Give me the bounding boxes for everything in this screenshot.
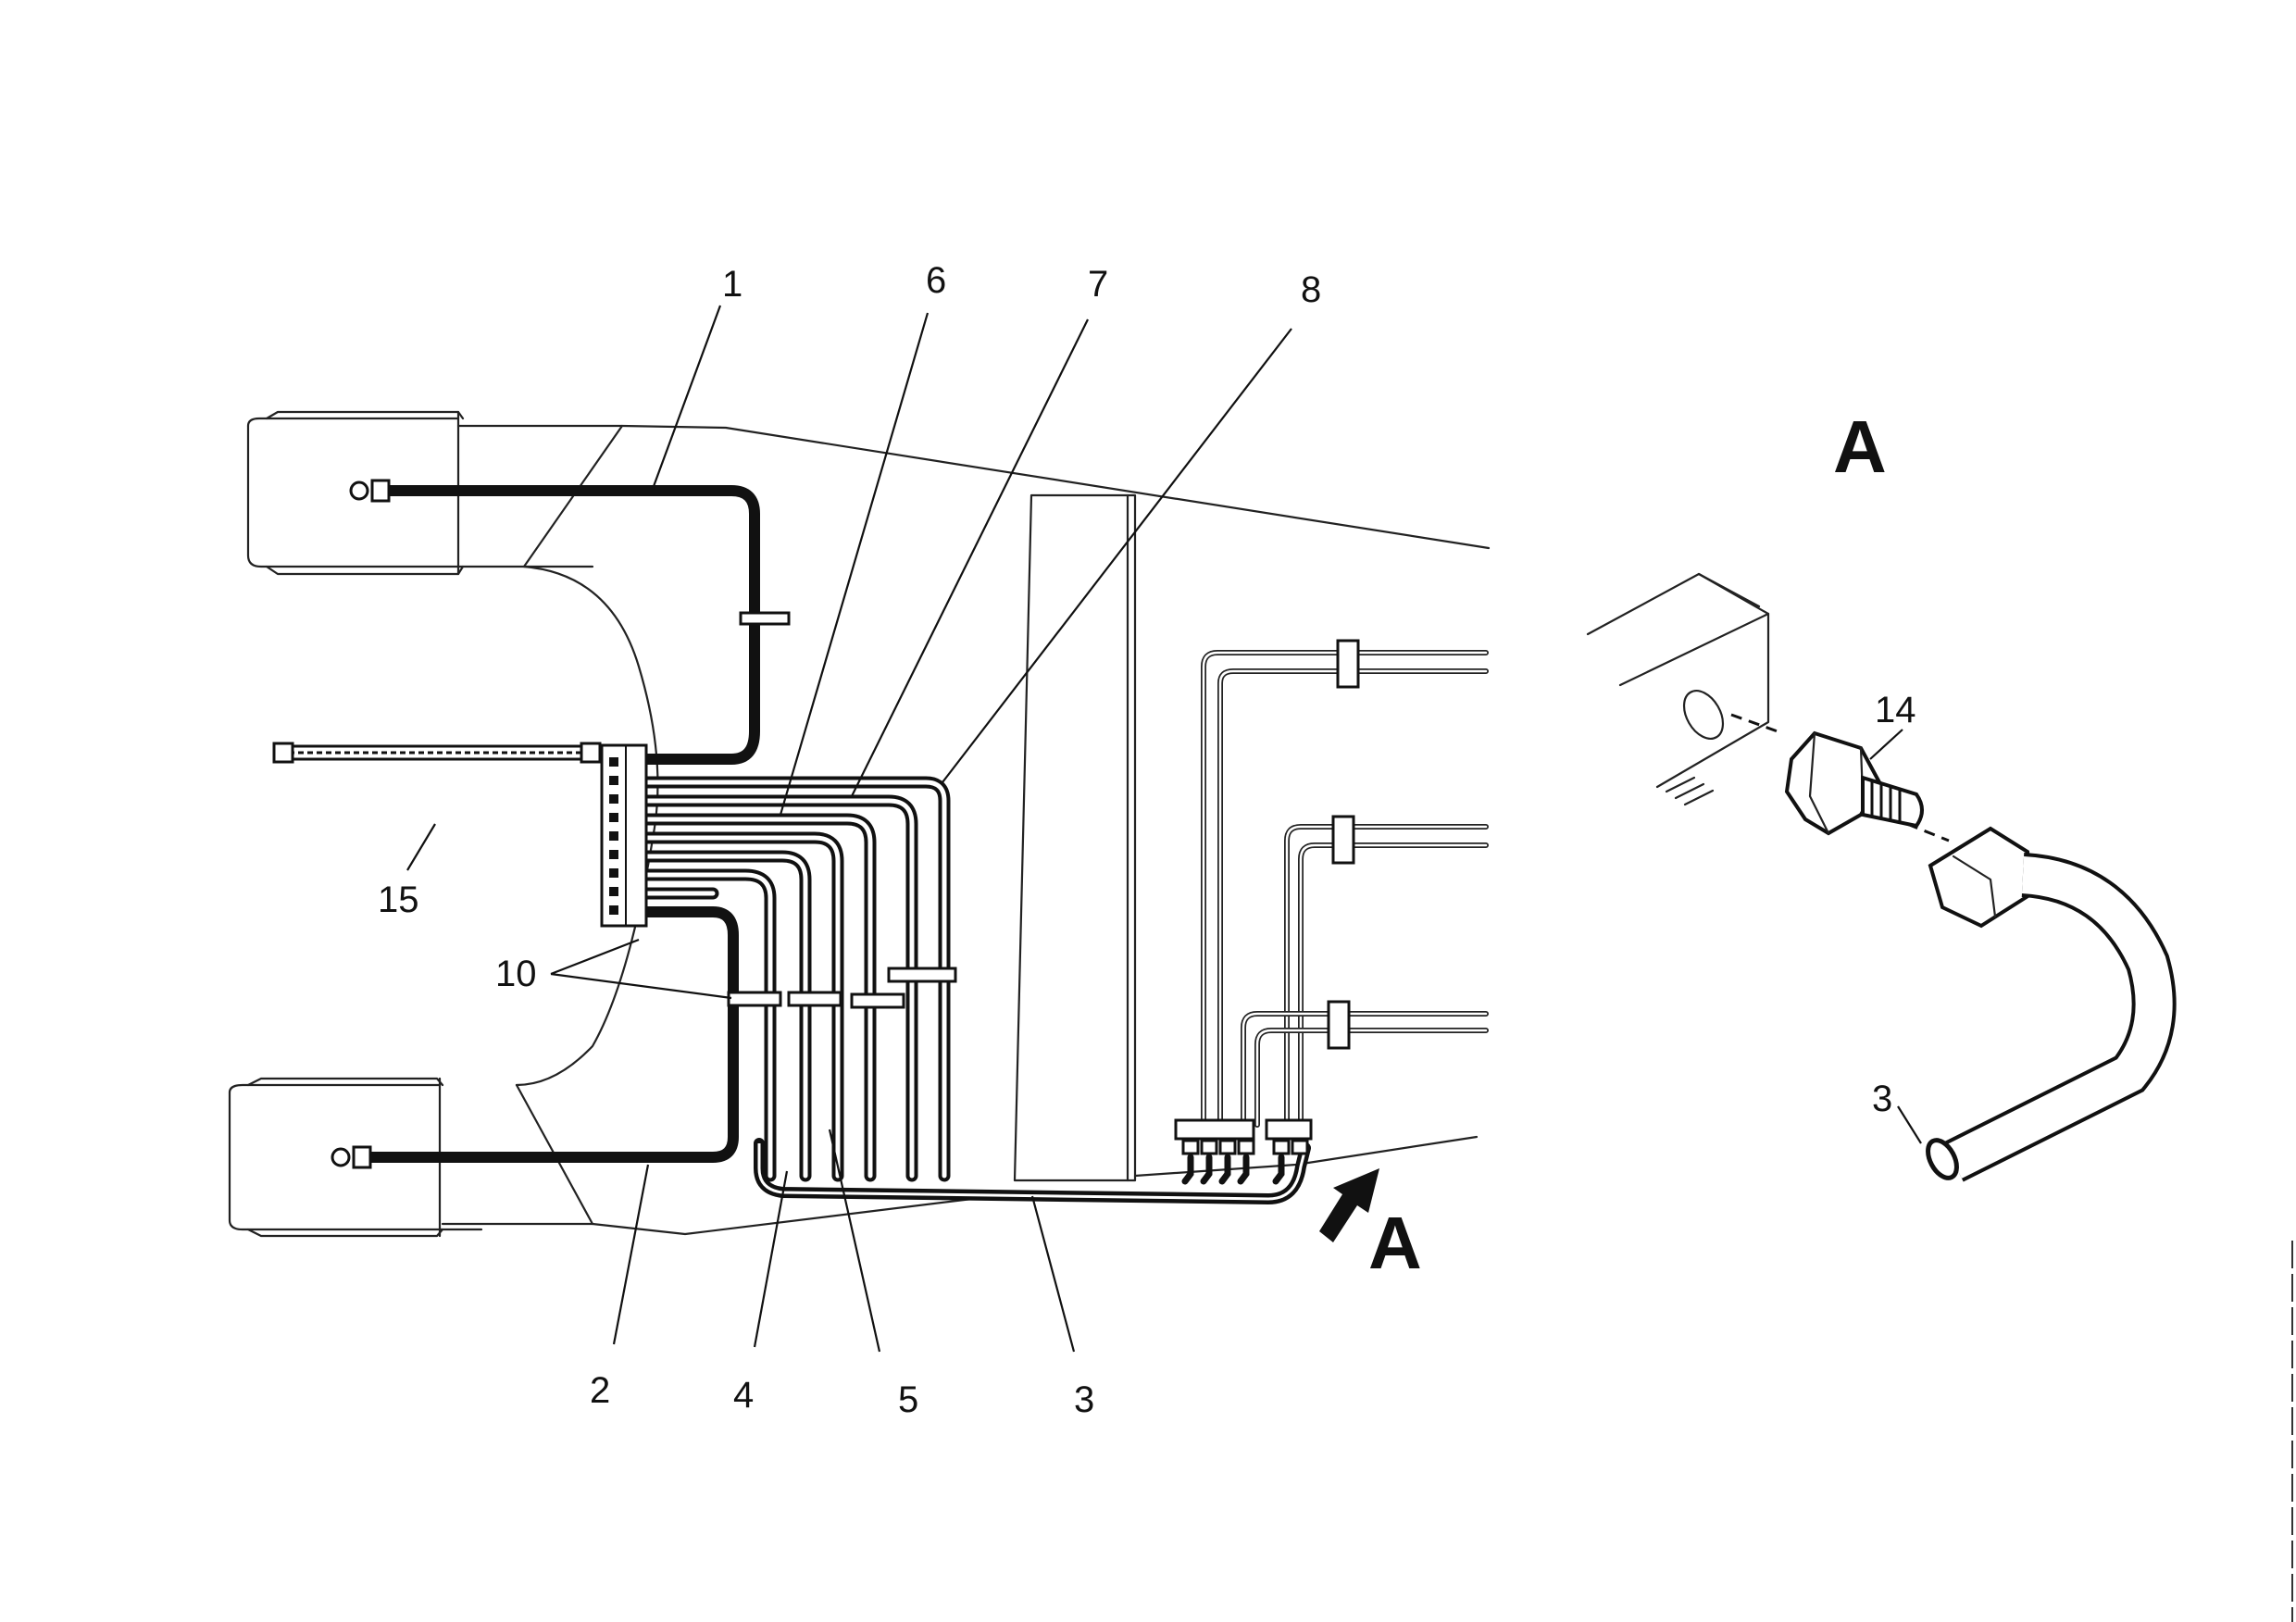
clamp-10-c	[850, 992, 905, 1009]
right-clamp-1	[1336, 639, 1360, 689]
fitting-bank	[1174, 1118, 1313, 1155]
leader-3-detail	[1897, 1105, 1922, 1144]
leader-1	[651, 305, 722, 490]
label-10: 10	[495, 954, 537, 994]
right-clamp-3	[1327, 1000, 1351, 1050]
pipe-3-detail	[1926, 826, 2177, 1182]
pipe-2	[331, 906, 739, 1169]
leader-10b	[550, 972, 732, 1000]
leader-4	[753, 1170, 789, 1348]
label-8: 8	[1301, 269, 1321, 310]
label-3-detail: 3	[1872, 1079, 1892, 1119]
view-marker-label: A	[1368, 1202, 1422, 1284]
pipe-1	[349, 479, 791, 765]
manifold-block	[600, 743, 648, 928]
leader-10a	[550, 938, 640, 976]
pipe-1-end-fitting	[349, 480, 369, 501]
leader-15	[406, 823, 436, 871]
leader-2	[612, 1164, 650, 1345]
leader-14	[1869, 729, 1903, 760]
label-15: 15	[378, 880, 419, 920]
leader-3	[1030, 1195, 1076, 1353]
pipe-2-end-fitting	[331, 1147, 351, 1167]
leader-7	[851, 318, 1089, 797]
view-arrow-a	[1319, 1168, 1379, 1242]
pipe-bundle	[637, 776, 1311, 1204]
clamp-10-b	[787, 991, 842, 1007]
label-6: 6	[926, 260, 946, 301]
label-1: 1	[722, 264, 742, 305]
adapter-fitting-14	[1784, 730, 1924, 836]
right-pipe-group	[1174, 639, 1489, 1185]
leader-lines	[406, 305, 1922, 1353]
pipe-15-braided-hose	[272, 742, 602, 764]
detail-title: A	[1833, 406, 1887, 488]
label-5: 5	[898, 1379, 918, 1420]
leader-6	[779, 312, 930, 816]
clamp-10-a	[727, 991, 782, 1007]
label-3: 3	[1074, 1379, 1094, 1420]
right-clamp-2	[1331, 815, 1355, 865]
label-14: 14	[1875, 690, 1916, 730]
clamp-10-d	[887, 967, 957, 983]
pipe-1-clamp	[739, 611, 791, 626]
leader-8	[942, 328, 1292, 783]
label-2: 2	[590, 1370, 610, 1411]
label-4: 4	[733, 1375, 754, 1416]
leader-5	[828, 1129, 881, 1353]
label-7: 7	[1088, 264, 1108, 305]
